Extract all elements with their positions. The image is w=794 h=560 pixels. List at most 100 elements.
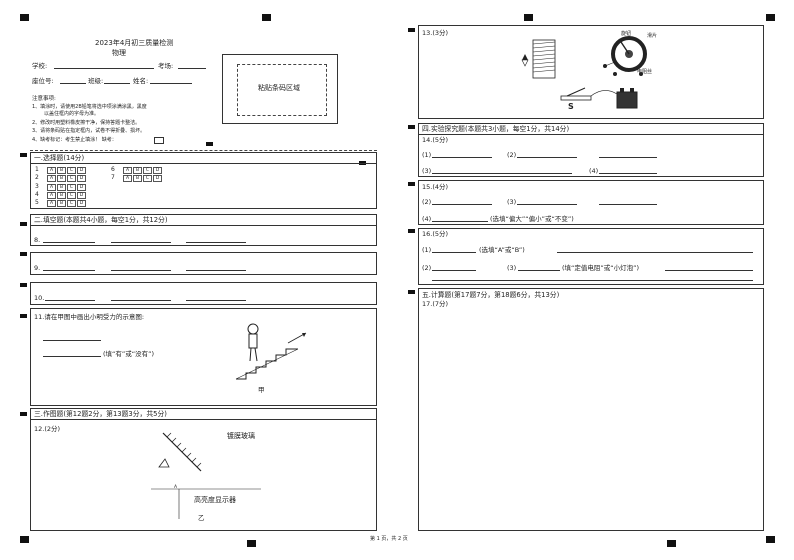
answer-blank[interactable]: [43, 334, 101, 341]
answer-blank[interactable]: [111, 236, 171, 243]
answer-blank[interactable]: [517, 151, 577, 158]
answer-blank[interactable]: [599, 167, 657, 174]
mirror-label: 镀膜玻璃: [227, 432, 255, 440]
blank-label: (2): [507, 151, 517, 159]
choice-a[interactable]: A: [47, 191, 56, 199]
figure-circuit: [560, 87, 638, 109]
exam-room-field[interactable]: [178, 62, 206, 69]
timing-mark: [408, 125, 415, 129]
timing-mark: [408, 182, 415, 186]
choice-d[interactable]: D: [153, 167, 162, 174]
answer-blank[interactable]: [111, 264, 171, 271]
answer-blank[interactable]: [432, 246, 476, 253]
choice-a[interactable]: A: [47, 200, 56, 208]
figure-mirror: [151, 432, 261, 519]
answer-blank[interactable]: [432, 215, 488, 222]
alignment-mark: [20, 14, 29, 21]
choice-b[interactable]: B: [57, 200, 66, 208]
choice-a[interactable]: A: [123, 167, 132, 174]
answer-blank[interactable]: [432, 167, 572, 174]
choice-a[interactable]: A: [47, 175, 56, 183]
choice-a[interactable]: A: [123, 175, 132, 183]
question-9-box: 9.: [30, 252, 377, 275]
section-fill-blank: 二.填空题(本题共4小题，每空1分，共12分) 8.: [30, 214, 377, 246]
answer-blank[interactable]: [517, 198, 577, 205]
choice-b[interactable]: B: [133, 167, 142, 174]
exam-title: 2023年4月初三质量检测: [95, 39, 174, 47]
name-label: 姓名:: [133, 77, 149, 85]
seat-label: 座位号:: [32, 77, 54, 85]
answer-blank[interactable]: [432, 264, 476, 271]
answer-blank[interactable]: [599, 198, 657, 205]
timing-mark: [20, 153, 27, 157]
answer-blank[interactable]: [518, 264, 560, 271]
answer-blank[interactable]: [599, 151, 657, 158]
answer-blank[interactable]: [557, 246, 753, 253]
blank-label: (3): [507, 198, 517, 206]
choice-b[interactable]: B: [57, 167, 66, 174]
blank-label: (3): [422, 167, 432, 175]
answer-blank[interactable]: [45, 294, 95, 301]
answer-blank[interactable]: [43, 236, 95, 243]
answer-blank[interactable]: [432, 151, 492, 158]
answer-blank[interactable]: [43, 264, 95, 271]
exam-room-label: 考场:: [158, 62, 174, 70]
barcode-area: 粘贴条码区域: [222, 54, 338, 124]
section-title: 三.作图题(第12题2分，第13题3分，共5分): [31, 409, 376, 420]
blank-label: (1): [422, 246, 432, 254]
answer-blank[interactable]: [432, 279, 753, 281]
choice-d[interactable]: D: [77, 183, 86, 191]
figure-label: 乙: [198, 514, 205, 522]
choice-c[interactable]: C: [67, 200, 76, 208]
choice-b[interactable]: B: [57, 175, 66, 183]
question-number: 10.: [34, 294, 45, 302]
absent-checkbox[interactable]: [154, 137, 164, 144]
choice-d[interactable]: D: [153, 175, 162, 183]
alignment-mark: [766, 14, 775, 21]
question-16-box: 16.(5分) (1) (选填“A”或“B”) (2) (3) (填“定值电阻”…: [418, 228, 764, 285]
choice-d[interactable]: D: [77, 191, 86, 199]
choice-a[interactable]: A: [47, 183, 56, 191]
choice-a[interactable]: A: [47, 167, 56, 174]
screen-label: 高亮度显示器: [194, 496, 236, 504]
section-calculation: 五.计算题(第17题7分，第18题6分，共13分) 17.(7分): [418, 288, 764, 531]
choice-c[interactable]: C: [143, 167, 152, 174]
question-number: 17.(7分): [422, 300, 449, 308]
choice-d[interactable]: D: [77, 167, 86, 174]
answer-blank[interactable]: [43, 350, 101, 357]
answer-blank[interactable]: [111, 294, 171, 301]
name-field[interactable]: [150, 77, 192, 84]
question-number: 12.(2分): [34, 425, 61, 433]
choice-b[interactable]: B: [57, 183, 66, 191]
answer-blank[interactable]: [186, 294, 246, 301]
question-11-box: 11.请在甲图中画出小明受力的示意图: (填“有”或“没有”) 甲: [30, 308, 377, 406]
seat-field[interactable]: [60, 77, 86, 84]
timing-mark: [408, 229, 415, 233]
school-field[interactable]: [54, 62, 154, 69]
class-field[interactable]: [104, 77, 130, 84]
answer-blank[interactable]: [665, 264, 753, 271]
choice-c[interactable]: C: [67, 191, 76, 199]
answer-blank[interactable]: [186, 236, 246, 243]
choice-b[interactable]: B: [57, 191, 66, 199]
alignment-mark: [766, 536, 775, 543]
timing-mark: [20, 314, 27, 318]
section-experiment: 四.实验探究题(本题共3小题，每空1分，共14分) 14.(5分) (1) (2…: [418, 123, 764, 177]
question-number: 2: [35, 174, 39, 182]
answer-blank[interactable]: [186, 264, 246, 271]
choice-c[interactable]: C: [67, 167, 76, 174]
choice-d[interactable]: D: [77, 200, 86, 208]
choice-b[interactable]: B: [133, 175, 142, 183]
hint-text: (填“有”或“没有”): [103, 350, 155, 358]
question-text: 11.请在甲图中画出小明受力的示意图:: [34, 313, 145, 321]
barcode-inner: [237, 64, 327, 116]
choice-c[interactable]: C: [67, 183, 76, 191]
choice-c[interactable]: C: [67, 175, 76, 183]
question-number: 7: [111, 174, 115, 182]
answer-blank[interactable]: [432, 198, 492, 205]
question-10-box: 10.: [30, 282, 377, 305]
cut-line: [30, 150, 377, 151]
question-15-box: 15.(4分) (2) (3) (4) (选填“偏大”“偏小”或“不变”): [418, 180, 764, 225]
choice-c[interactable]: C: [143, 175, 152, 183]
choice-d[interactable]: D: [77, 175, 86, 183]
